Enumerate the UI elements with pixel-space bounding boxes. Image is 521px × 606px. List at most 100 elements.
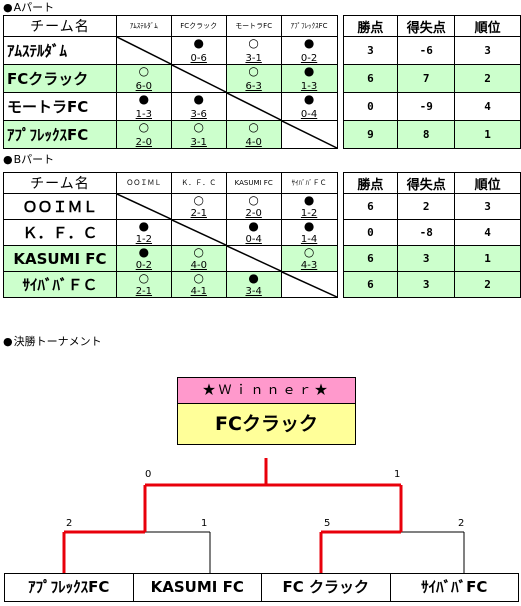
win-mark-icon: ○ <box>138 271 150 285</box>
header-team-name: チーム名 <box>3 172 117 194</box>
match-result: ●0-2 <box>115 245 172 272</box>
match-score: 1-4 <box>300 234 318 245</box>
match-result: ●1-2 <box>115 219 172 246</box>
match-score: 2-1 <box>135 286 153 297</box>
loss-mark-icon: ● <box>303 193 315 207</box>
stat-pts: 0 <box>342 219 399 246</box>
score-semi2-right: 2 <box>458 518 465 529</box>
stat-rank: 4 <box>454 92 521 121</box>
loss-mark-icon: ● <box>248 219 259 233</box>
self-match-cell <box>115 36 172 65</box>
stat-pts: 6 <box>342 193 399 220</box>
self-match-cell <box>115 193 172 220</box>
tournament-team: ｻｲﾊﾞﾊﾞFC <box>421 578 488 596</box>
match-result: ○2-0 <box>115 120 172 149</box>
bullet-icon: ● <box>3 335 13 348</box>
team-name: モートラFC <box>3 92 117 121</box>
match-score: 3-1 <box>190 137 207 148</box>
loss-mark-icon: ● <box>248 271 259 285</box>
match-score: 0-2 <box>135 260 153 271</box>
match-score: 0-2 <box>300 53 318 64</box>
section-final-title: ●決勝トーナメント <box>3 335 102 348</box>
loss-mark-icon: ● <box>193 36 204 50</box>
stat-pts: 3 <box>342 36 399 65</box>
loss-mark-icon: ● <box>193 92 204 106</box>
stat-rank: 3 <box>454 193 521 220</box>
match-result: ○4-1 <box>170 271 227 298</box>
stat-rank: 1 <box>454 245 521 272</box>
win-mark-icon: ○ <box>138 64 150 78</box>
header-opponent: ｱﾑｽﾃﾙﾀﾞﾑ <box>115 15 172 37</box>
self-match-cell <box>170 219 227 246</box>
team-name: KASUMI FC <box>3 245 117 272</box>
match-result: ●0-4 <box>225 219 282 246</box>
loss-mark-icon: ● <box>303 64 315 78</box>
match-result: ○ 3-1 <box>170 120 227 149</box>
win-mark-icon: ○ <box>193 245 205 259</box>
match-result: ●3-6 <box>170 92 227 121</box>
win-mark-icon: ○ <box>303 245 315 259</box>
header-opponent: Ｋ．Ｆ．Ｃ <box>170 172 227 194</box>
stat-diff: -9 <box>397 92 456 121</box>
self-match-cell <box>280 271 338 298</box>
stat-diff: 3 <box>397 245 456 272</box>
header-rank: 順位 <box>454 15 521 37</box>
self-match-cell <box>280 120 338 149</box>
tournament-team: ｱﾌﾟﾌﾚｯｸｽFC <box>5 574 134 601</box>
section-a-title: ●Aパート <box>3 1 55 14</box>
loss-mark-icon: ● <box>303 219 315 233</box>
bullet-icon: ● <box>3 1 13 14</box>
match-score: 1-3 <box>300 81 318 92</box>
score-final-left: 0 <box>145 469 152 480</box>
self-match-cell <box>170 64 227 93</box>
stat-pts: 6 <box>342 271 399 298</box>
loss-mark-icon: ● <box>303 92 315 106</box>
loss-mark-icon: ● <box>138 92 150 106</box>
stat-diff: 8 <box>397 120 456 149</box>
match-result: ○6-3 <box>225 64 282 93</box>
match-result: ○4-3 <box>280 245 338 272</box>
match-result: ●0-4 <box>280 92 338 121</box>
header-pts: 勝点 <box>342 172 399 194</box>
match-score: 4-1 <box>190 286 207 297</box>
match-result: ○2-1 <box>170 193 227 220</box>
header-diff: 得失点 <box>397 172 456 194</box>
stat-diff: 3 <box>397 271 456 298</box>
stat-rank: 2 <box>454 64 521 93</box>
match-result: ○2-1 <box>115 271 172 298</box>
header-rank: 順位 <box>454 172 521 194</box>
loss-mark-icon: ● <box>138 245 150 259</box>
header-pts: 勝点 <box>342 15 399 37</box>
tournament-teams-row: ｱﾌﾟﾌﾚｯｸｽFC KASUMI FC FC クラック ｻｲﾊﾞﾊﾞFC <box>4 573 519 602</box>
header-opponent: モートラFC <box>225 15 282 37</box>
team-name: ｱﾑｽﾃﾙﾀﾞﾑ <box>3 36 117 65</box>
header-opponent: ｱﾌﾟﾌﾚｯｸｽFC <box>280 15 338 37</box>
stat-pts: 0 <box>342 92 399 121</box>
win-mark-icon: ○ <box>248 120 259 134</box>
win-mark-icon: ○ <box>193 120 204 134</box>
stat-rank: 3 <box>454 36 521 65</box>
stat-pts: 6 <box>342 64 399 93</box>
match-score: 0-6 <box>190 53 207 64</box>
score-semi1-left: 2 <box>66 518 73 529</box>
stat-rank: 1 <box>454 120 521 149</box>
winner-team: FCクラック <box>177 403 356 445</box>
win-mark-icon: ○ <box>248 36 259 50</box>
match-result: ○4-0 <box>170 245 227 272</box>
match-score: 6-0 <box>135 81 152 92</box>
section-b-title: ●Bパート <box>3 153 55 166</box>
loss-mark-icon: ● <box>303 36 315 50</box>
bullet-icon: ● <box>3 153 13 166</box>
win-mark-icon: ○ <box>193 193 205 207</box>
self-match-cell <box>225 92 282 121</box>
match-score: 2-1 <box>190 208 207 219</box>
